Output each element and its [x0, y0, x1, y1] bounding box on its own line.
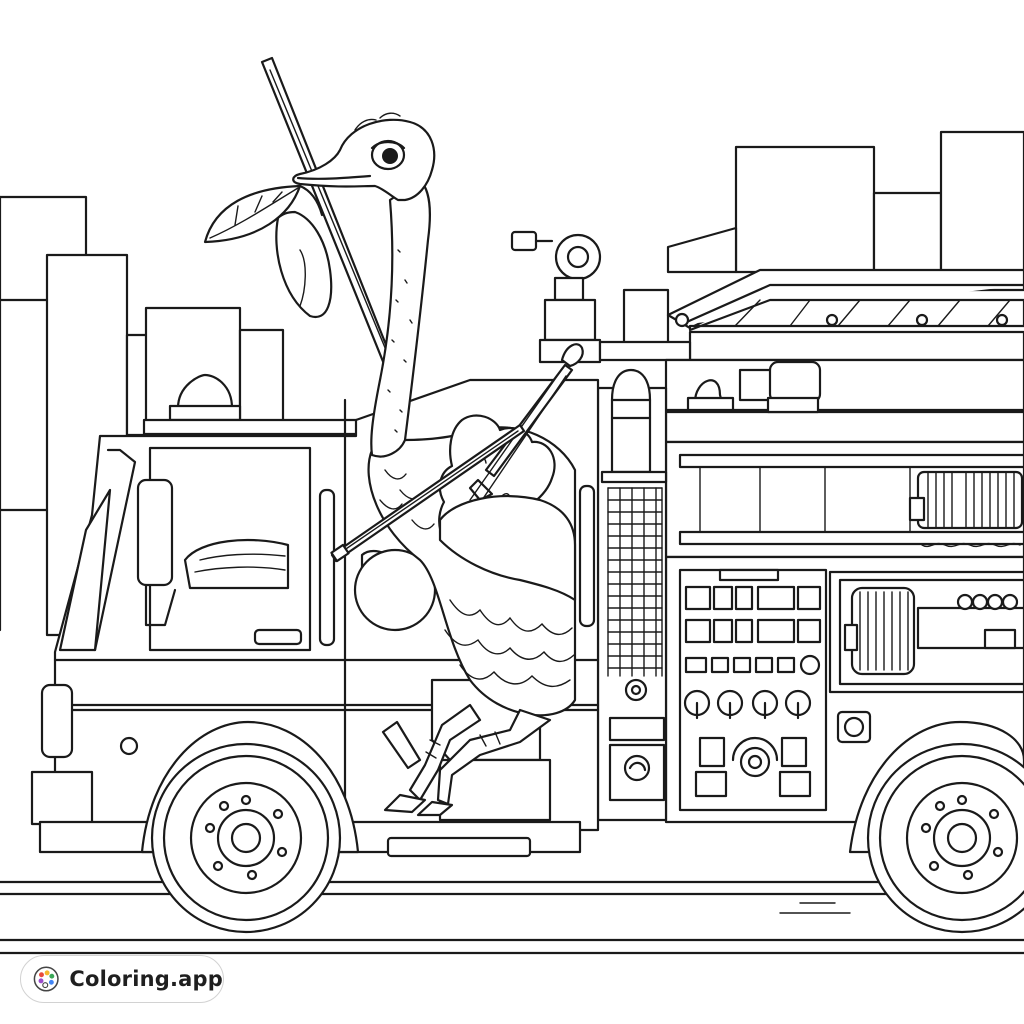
badge-label: Coloring.app — [69, 967, 223, 991]
palette-icon — [33, 966, 59, 992]
panel-grid — [608, 488, 662, 676]
rear-wheel-icon — [850, 722, 1024, 932]
fire-truck-icon — [666, 360, 1024, 822]
coloring-app-badge[interactable]: Coloring.app — [20, 955, 224, 1003]
side-panel — [598, 370, 666, 820]
playing-bow-icon — [331, 425, 524, 561]
road — [0, 882, 1024, 953]
wheel-icon — [142, 722, 358, 932]
control-panel-buttons — [685, 587, 820, 796]
mango-icon — [205, 186, 331, 317]
ladder-icon — [668, 270, 1024, 360]
hose-reel-icon — [910, 472, 1022, 528]
ostrich-wing — [440, 496, 575, 600]
lower-hose-reel-icon — [845, 588, 1024, 674]
